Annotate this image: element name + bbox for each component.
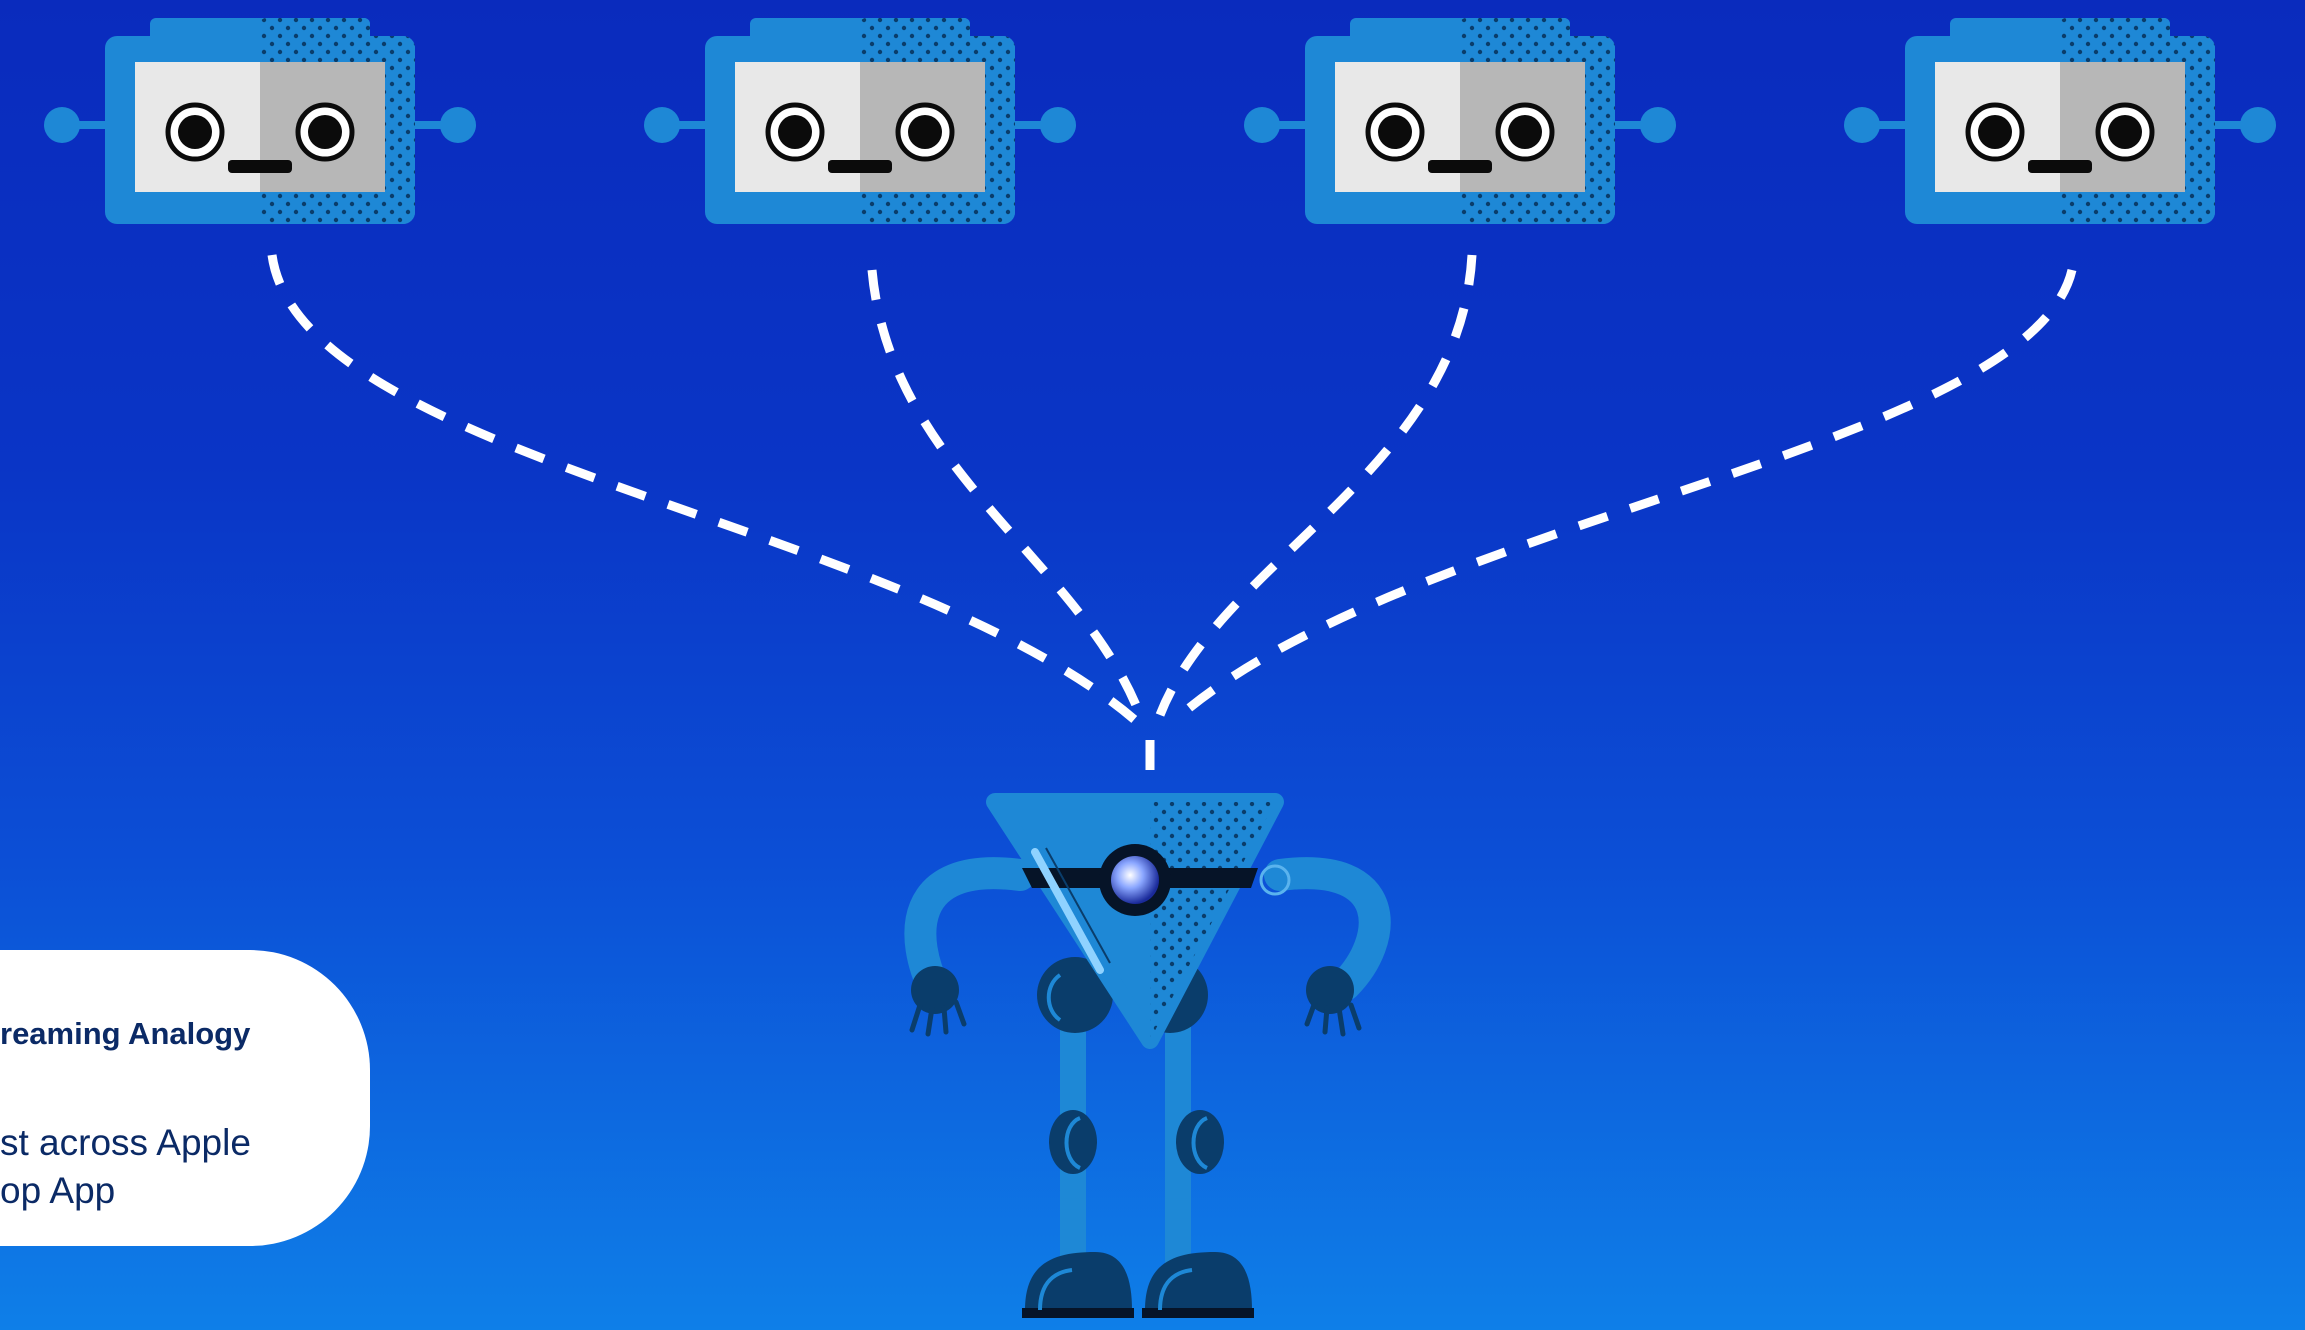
card-text-line-1: st across Apple — [0, 1122, 251, 1164]
dashed-connector-1 — [272, 255, 1135, 720]
dashed-connector-2 — [872, 270, 1140, 715]
card-text-line-2: op App — [0, 1170, 115, 1212]
card-title: reaming Analogy — [0, 1016, 250, 1052]
robot-head-2 — [644, 18, 1076, 224]
robot-head-3 — [1244, 18, 1676, 224]
analogy-card: reaming Analogy st across Apple op App — [0, 950, 370, 1246]
dashed-connector-4 — [1175, 270, 2072, 720]
dashed-connector-3 — [1160, 255, 1472, 715]
funnel-robot — [911, 802, 1375, 1318]
robot-head-1 — [44, 18, 476, 224]
robot-head-4 — [1844, 18, 2276, 224]
